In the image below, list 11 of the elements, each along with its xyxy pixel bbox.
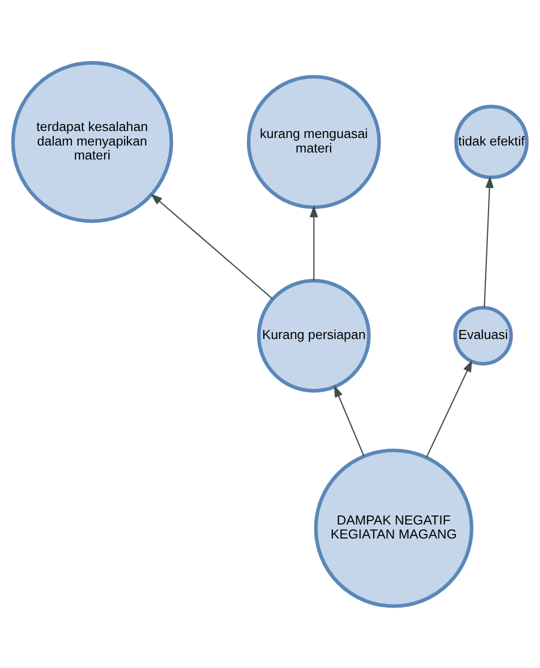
node-circle: kurang menguasai materi xyxy=(246,74,381,209)
arrow xyxy=(150,193,274,299)
arrow xyxy=(426,360,472,458)
node-circle: terdapat kesalahan dalam menyapikan materi xyxy=(11,60,174,222)
node-circle: Kurang persiapan xyxy=(257,278,371,392)
arrow xyxy=(310,204,318,280)
arrow xyxy=(484,176,494,308)
node-circle: Evaluasi xyxy=(453,305,513,366)
node-circle: tidak efektif xyxy=(454,104,529,179)
arrow xyxy=(334,384,364,456)
node-circle: DAMPAK NEGATIF KEGIATAN MAGANG xyxy=(314,448,474,608)
